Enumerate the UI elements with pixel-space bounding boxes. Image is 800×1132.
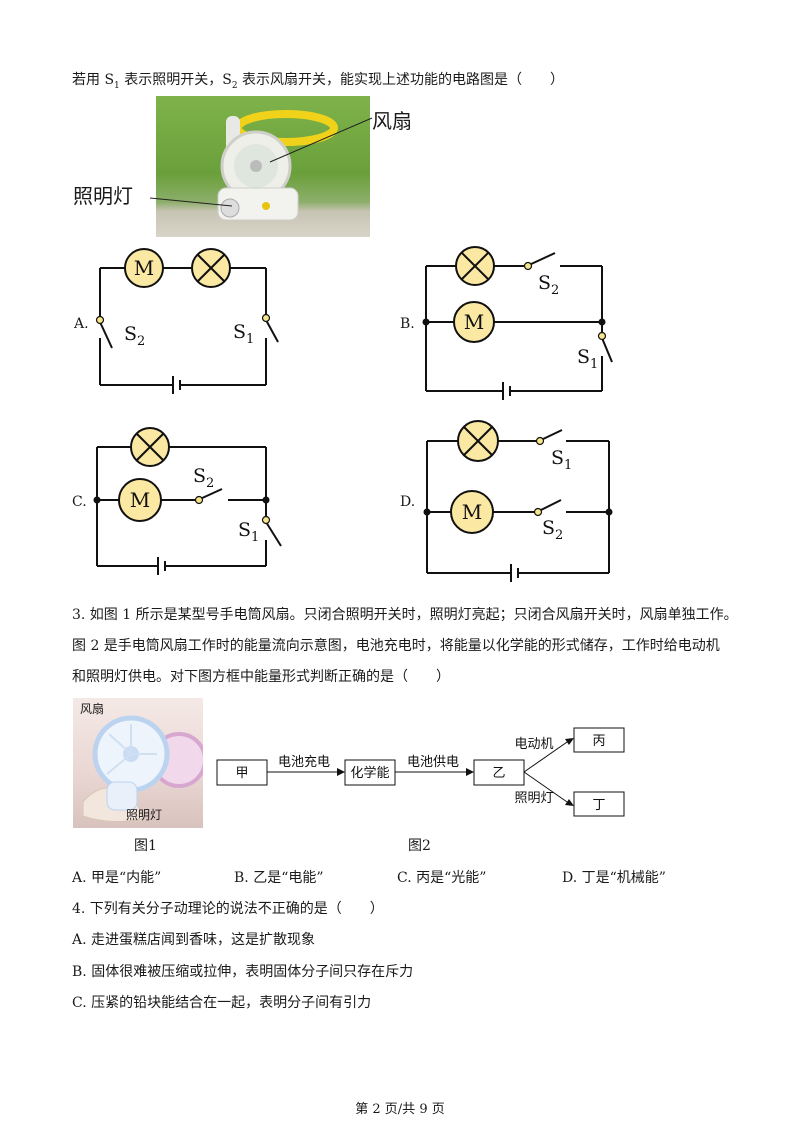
fig1-fan-label: 风扇 (80, 702, 105, 716)
arrow-lamp-label: 照明灯 (514, 791, 553, 806)
photo-leader-lines (149, 117, 373, 207)
fig1-light-label: 照明灯 (126, 808, 163, 822)
q3-option-b[interactable]: B. 乙是“电能” (234, 870, 324, 886)
box-jia-text: 甲 (235, 766, 248, 781)
motor-c: M (130, 488, 150, 512)
q3-line-2: 图 2 是手电筒风扇工作时的能量流向示意图，电池充电时，将能量以化学能的形式储存… (72, 638, 720, 654)
option-d-label[interactable]: D. (400, 494, 416, 510)
q3-line-3: 和照明灯供电。对下图方框中能量形式判断正确的是（ ） (72, 669, 450, 685)
circuit-diagrams: M M M M S2 S1 S2 S1 S2 S1 S1 S2 (93, 246, 613, 582)
box-chem-text: 化学能 (350, 765, 389, 781)
motor-a: M (134, 256, 154, 280)
page-number: 第 2 页/共 9 页 (355, 1102, 445, 1117)
q4-option-a[interactable]: A. 走进蛋糕店闻到香味，这是扩散现象 (72, 932, 316, 948)
arrow-motor-label: 电动机 (514, 737, 553, 752)
svg-text:S2: S2 (124, 323, 145, 349)
q4-option-b[interactable]: B. 固体很难被压缩或拉伸，表明固体分子间只存在斥力 (72, 964, 414, 980)
svg-text:S2: S2 (542, 517, 563, 543)
option-b-label[interactable]: B. (400, 316, 415, 332)
fan-lamp-photo (156, 96, 370, 237)
motor-d: M (462, 500, 482, 524)
svg-text:S2: S2 (193, 465, 214, 491)
q3-option-c[interactable]: C. 丙是“光能” (397, 870, 487, 886)
option-c-label[interactable]: C. (72, 494, 87, 510)
svg-text:S1: S1 (233, 321, 254, 347)
handheld-fan-photo (73, 698, 203, 828)
svg-text:S1: S1 (551, 447, 572, 473)
q3-option-a[interactable]: A. 甲是“内能” (72, 870, 162, 886)
option-a-label[interactable]: A. (74, 316, 89, 332)
q4-option-c[interactable]: C. 压紧的铅块能结合在一起，表明分子间有引力 (72, 995, 372, 1011)
q3-line-1: 3. 如图 1 所示是某型号手电筒风扇。只闭合照明开关时，照明灯亮起；只闭合风扇… (72, 607, 738, 623)
svg-text:S1: S1 (577, 346, 598, 372)
q2-intro: 若用 S1 表示照明开关，S2 表示风扇开关，能实现上述功能的电路图是（ ） (72, 72, 565, 91)
motor-b: M (464, 310, 484, 334)
light-label: 照明灯 (73, 184, 133, 208)
box-yi-text: 乙 (492, 766, 505, 781)
energy-flow-diagram: 甲 化学能 乙 丙 丁 电池充电 电池供电 电动机 照明灯 (216, 727, 625, 817)
box-bing-text: 丙 (592, 734, 605, 749)
svg-text:S1: S1 (238, 519, 259, 545)
fan-label: 风扇 (372, 109, 412, 133)
fig1-caption: 图1 (134, 838, 157, 854)
arrow-charge-label: 电池充电 (278, 754, 330, 770)
arrow-supply-label: 电池供电 (407, 755, 459, 770)
svg-text:S2: S2 (538, 272, 559, 298)
box-ding-text: 丁 (592, 798, 605, 813)
q4-stem: 4. 下列有关分子动理论的说法不正确的是（ ） (72, 901, 384, 917)
q3-option-d[interactable]: D. 丁是“机械能” (562, 870, 666, 886)
fig2-caption: 图2 (408, 838, 431, 854)
